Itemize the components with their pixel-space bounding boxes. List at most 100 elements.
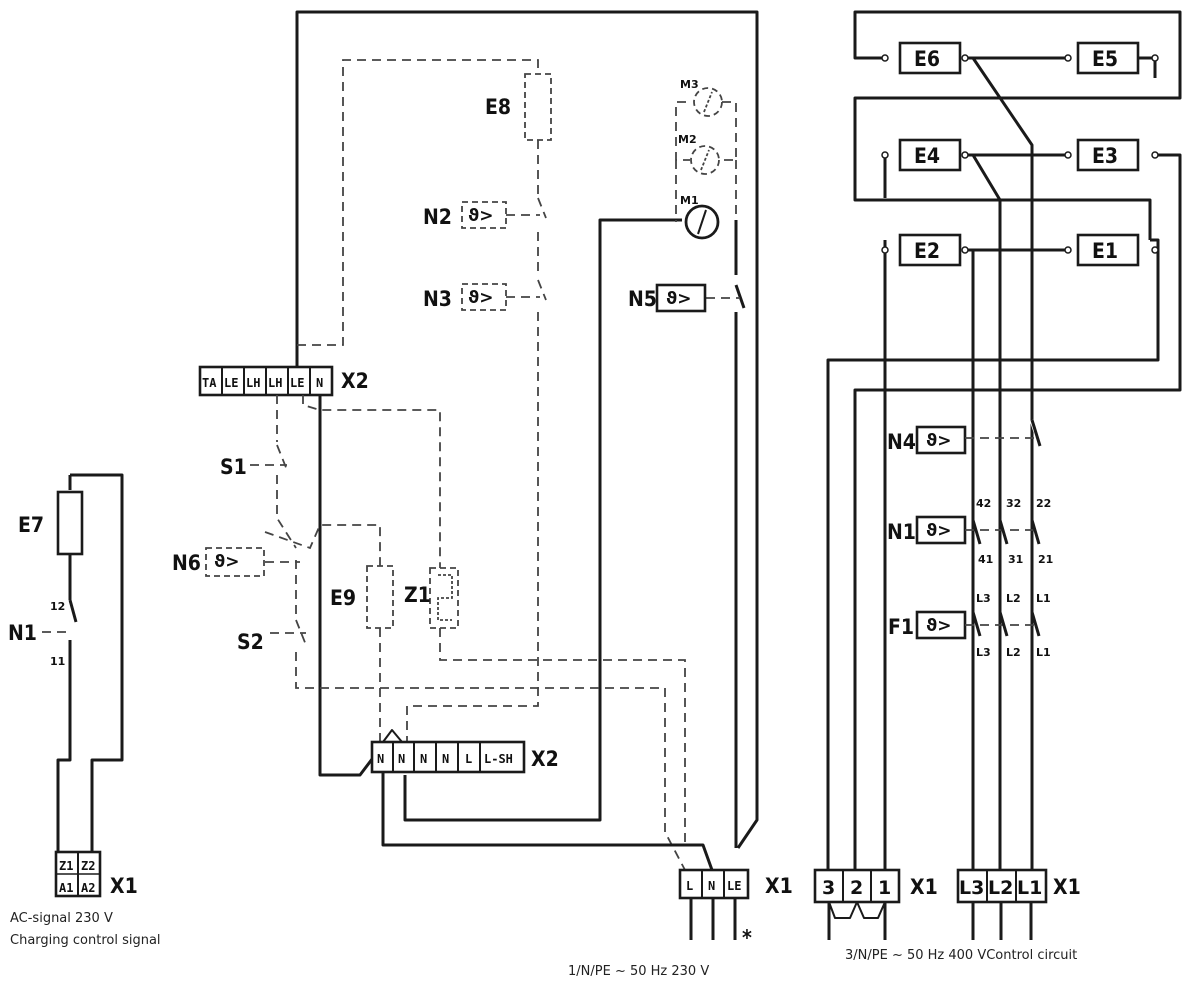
heater-e3 xyxy=(1076,138,1140,172)
n1-contact-11: 11 xyxy=(50,655,65,668)
x2-bottom-terminal: N N N N L L-SH xyxy=(370,729,526,774)
asterisk-mark: * xyxy=(742,926,752,950)
three-phase-circuit: E6 E5 E4 E3 E2 E1 ϑ> N4 ϑ> N1 42 32 22 4 xyxy=(813,10,1182,963)
x1-control-terminal: 3 2 1 xyxy=(813,868,901,940)
n3-symbol: ϑ> xyxy=(468,288,493,308)
e7-label: E7 xyxy=(18,513,44,537)
thermostat-n2 xyxy=(461,201,507,229)
f1-top-l2: L2 xyxy=(1006,592,1021,605)
n1-contact-31: 31 xyxy=(1008,553,1023,566)
n1-right-label: N1 xyxy=(887,520,916,544)
heater-e9 xyxy=(366,565,394,629)
x2-terminal-lh2: LH xyxy=(268,376,282,390)
n2-label: N2 xyxy=(423,205,452,229)
n6-label: N6 xyxy=(172,551,201,575)
n4-symbol: ϑ> xyxy=(926,431,951,451)
x2-bottom-n2: N xyxy=(398,752,405,766)
fan-m2 xyxy=(690,145,720,175)
x1-control-label: X1 xyxy=(910,875,938,899)
x2-top-terminal: TA LE LH LH LE N xyxy=(198,365,334,397)
x2-terminal-ta: TA xyxy=(202,376,217,390)
x2-terminal-n: N xyxy=(316,376,323,390)
heater-e6 xyxy=(898,41,962,75)
x1-terminal-l3: L3 xyxy=(959,877,984,899)
single-phase-circuit: ϑ> N5 M1 M2 M3 E8 ϑ> N2 ϑ> N3 xyxy=(172,10,793,979)
n1-contact-41: 41 xyxy=(978,553,993,566)
e9-label: E9 xyxy=(330,586,356,610)
fan-m1 xyxy=(684,204,720,240)
heater-e8 xyxy=(524,73,552,141)
terminal-a2: A2 xyxy=(81,881,95,895)
x2-terminal-le2: LE xyxy=(290,376,304,390)
heater-e5 xyxy=(1076,41,1140,75)
fan-m3 xyxy=(693,87,723,117)
heater-e2 xyxy=(898,233,962,267)
x1-three-label: X1 xyxy=(1053,875,1081,899)
n1-contact-32: 32 xyxy=(1006,497,1021,510)
e4-label: E4 xyxy=(914,144,940,168)
x1-signal-label: X1 xyxy=(110,874,138,898)
e8-label: E8 xyxy=(485,95,511,119)
x2-bottom-n1: N xyxy=(377,752,384,766)
s2-label: S2 xyxy=(237,630,264,654)
e3-label: E3 xyxy=(1092,144,1118,168)
m2-label: M2 xyxy=(678,133,697,146)
thermostat-n6 xyxy=(205,547,265,577)
caption-ac-signal: AC-signal 230 V xyxy=(10,911,113,926)
heater-e1 xyxy=(1076,233,1140,267)
thermostat-n4 xyxy=(915,425,967,455)
n2-symbol: ϑ> xyxy=(468,206,493,226)
x1-terminal-le: LE xyxy=(727,879,741,893)
thermostat-n3 xyxy=(461,283,507,311)
f1-top-l3: L3 xyxy=(976,592,991,605)
f1-bottom-l1: L1 xyxy=(1036,646,1051,659)
n5-symbol: ϑ> xyxy=(666,289,691,309)
e1-label: E1 xyxy=(1092,239,1118,263)
x1-terminal-3: 3 xyxy=(822,877,835,899)
x2-bottom-n3: N xyxy=(420,752,427,766)
x1-three-phase-terminal: L3 L2 L1 xyxy=(956,868,1048,940)
caption-charging-control: Charging control signal xyxy=(10,933,161,948)
thermostat-n1 xyxy=(915,515,967,545)
s1-label: S1 xyxy=(220,455,247,479)
n1-contact-42: 42 xyxy=(976,497,991,510)
e6-label: E6 xyxy=(914,47,940,71)
n1-right-symbol: ϑ> xyxy=(926,521,951,541)
heater-e4 xyxy=(898,138,962,172)
charging-control-circuit: E7 N1 12 11 Z1 Z2 A1 A2 X1 AC-signal 230… xyxy=(8,473,161,948)
terminal-z1: Z1 xyxy=(59,859,73,873)
caption-single-phase: 1/N/PE ~ 50 Hz 230 V xyxy=(568,964,709,979)
x1-single-label: X1 xyxy=(765,874,793,898)
n1-contact-12: 12 xyxy=(50,600,65,613)
x1-terminal-n: N xyxy=(708,879,715,893)
f1-label: F1 xyxy=(888,615,914,639)
x2-terminal-le1: LE xyxy=(224,376,238,390)
x1-terminal-1: 1 xyxy=(878,877,891,899)
f1-bottom-l3: L3 xyxy=(976,646,991,659)
x2-bottom-l: L xyxy=(465,752,472,766)
n1-contact-22: 22 xyxy=(1036,497,1051,510)
x1-signal-terminal: Z1 Z2 A1 A2 xyxy=(54,850,102,898)
thermostat-n5 xyxy=(655,283,707,313)
f1-bottom-l2: L2 xyxy=(1006,646,1021,659)
n1-contact-21: 21 xyxy=(1038,553,1053,566)
n1-left-label: N1 xyxy=(8,621,37,645)
z1-label: Z1 xyxy=(404,583,431,607)
f1-symbol: ϑ> xyxy=(926,616,951,636)
caption-three-phase: 3/N/PE ~ 50 Hz 400 VControl circuit xyxy=(845,948,1077,963)
x2-bottom-label: X2 xyxy=(531,747,559,771)
x1-terminal-2: 2 xyxy=(850,877,863,899)
x2-bottom-lsh: L-SH xyxy=(484,752,513,766)
x2-top-label: X2 xyxy=(341,369,369,393)
n3-label: N3 xyxy=(423,287,452,311)
heater-e7 xyxy=(56,490,84,556)
n5-label: N5 xyxy=(628,287,657,311)
f1-top-l1: L1 xyxy=(1036,592,1051,605)
e2-label: E2 xyxy=(914,239,940,263)
n6-symbol: ϑ> xyxy=(214,552,239,572)
x1-terminal-l1: L1 xyxy=(1017,877,1042,899)
m3-label: M3 xyxy=(680,78,699,91)
e5-label: E5 xyxy=(1092,47,1118,71)
n4-label: N4 xyxy=(887,430,916,454)
